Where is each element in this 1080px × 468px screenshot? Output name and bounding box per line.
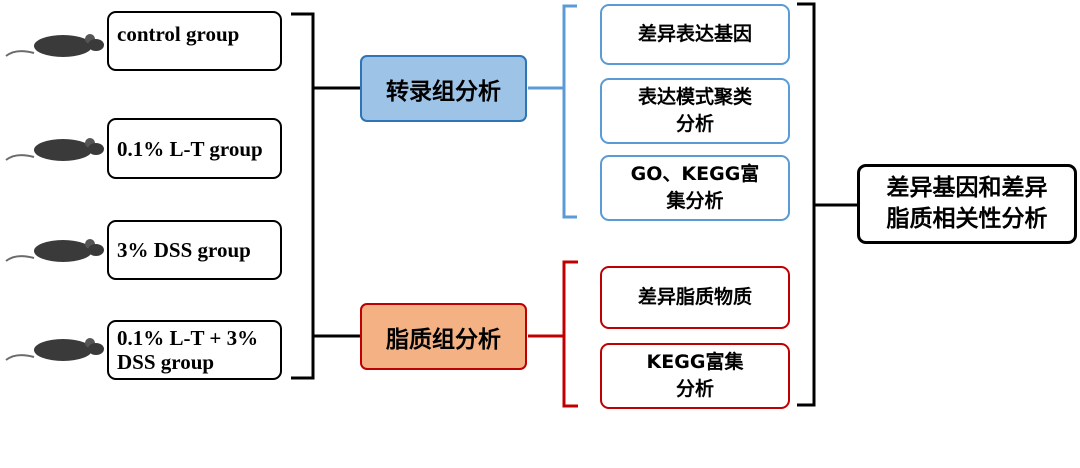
transcriptome-bracket bbox=[562, 4, 577, 219]
item-label: GO、KEGG富 集分析 bbox=[630, 163, 760, 212]
group-box-control: control group bbox=[107, 11, 282, 71]
mouse-icon bbox=[5, 138, 104, 161]
mouse-icon bbox=[5, 239, 104, 262]
item-label: 差异表达基因 bbox=[637, 23, 752, 45]
mouse-icon bbox=[5, 338, 104, 361]
group-label: 0.1% L-T group bbox=[117, 136, 263, 161]
item-label: KEGG富集 分析 bbox=[646, 351, 744, 400]
final-label: 差异基因和差异 脂质相关性分析 bbox=[886, 175, 1048, 232]
group-label: 0.1% L-T + 3% DSS group bbox=[117, 326, 259, 374]
group-label: 3% DSS group bbox=[117, 238, 251, 262]
lipidome-label: 脂质组分析 bbox=[386, 326, 501, 353]
transcriptome-label: 转录组分析 bbox=[386, 78, 501, 105]
lipidome-item: KEGG富集 分析 bbox=[600, 343, 790, 409]
lipidome-item: 差异脂质物质 bbox=[600, 266, 790, 329]
groups-bracket bbox=[291, 12, 315, 380]
item-label: 表达模式聚类 分析 bbox=[637, 86, 752, 135]
correlation-analysis-box: 差异基因和差异 脂质相关性分析 bbox=[857, 164, 1077, 244]
group-box-dss: 3% DSS group bbox=[107, 220, 282, 280]
group-label: control group bbox=[117, 22, 240, 46]
transcriptome-item: 表达模式聚类 分析 bbox=[600, 78, 790, 144]
lipidome-analysis-box: 脂质组分析 bbox=[360, 303, 527, 370]
item-label: 差异脂质物质 bbox=[637, 286, 752, 308]
transcriptome-item: GO、KEGG富 集分析 bbox=[600, 155, 790, 221]
lipidome-bracket bbox=[562, 260, 578, 408]
final-bracket bbox=[797, 2, 816, 407]
transcriptome-analysis-box: 转录组分析 bbox=[360, 55, 527, 122]
mouse-icon bbox=[5, 34, 104, 57]
transcriptome-item: 差异表达基因 bbox=[600, 4, 790, 65]
group-box-lt: 0.1% L-T group bbox=[107, 118, 282, 179]
group-box-lt-dss: 0.1% L-T + 3% DSS group bbox=[107, 320, 282, 380]
